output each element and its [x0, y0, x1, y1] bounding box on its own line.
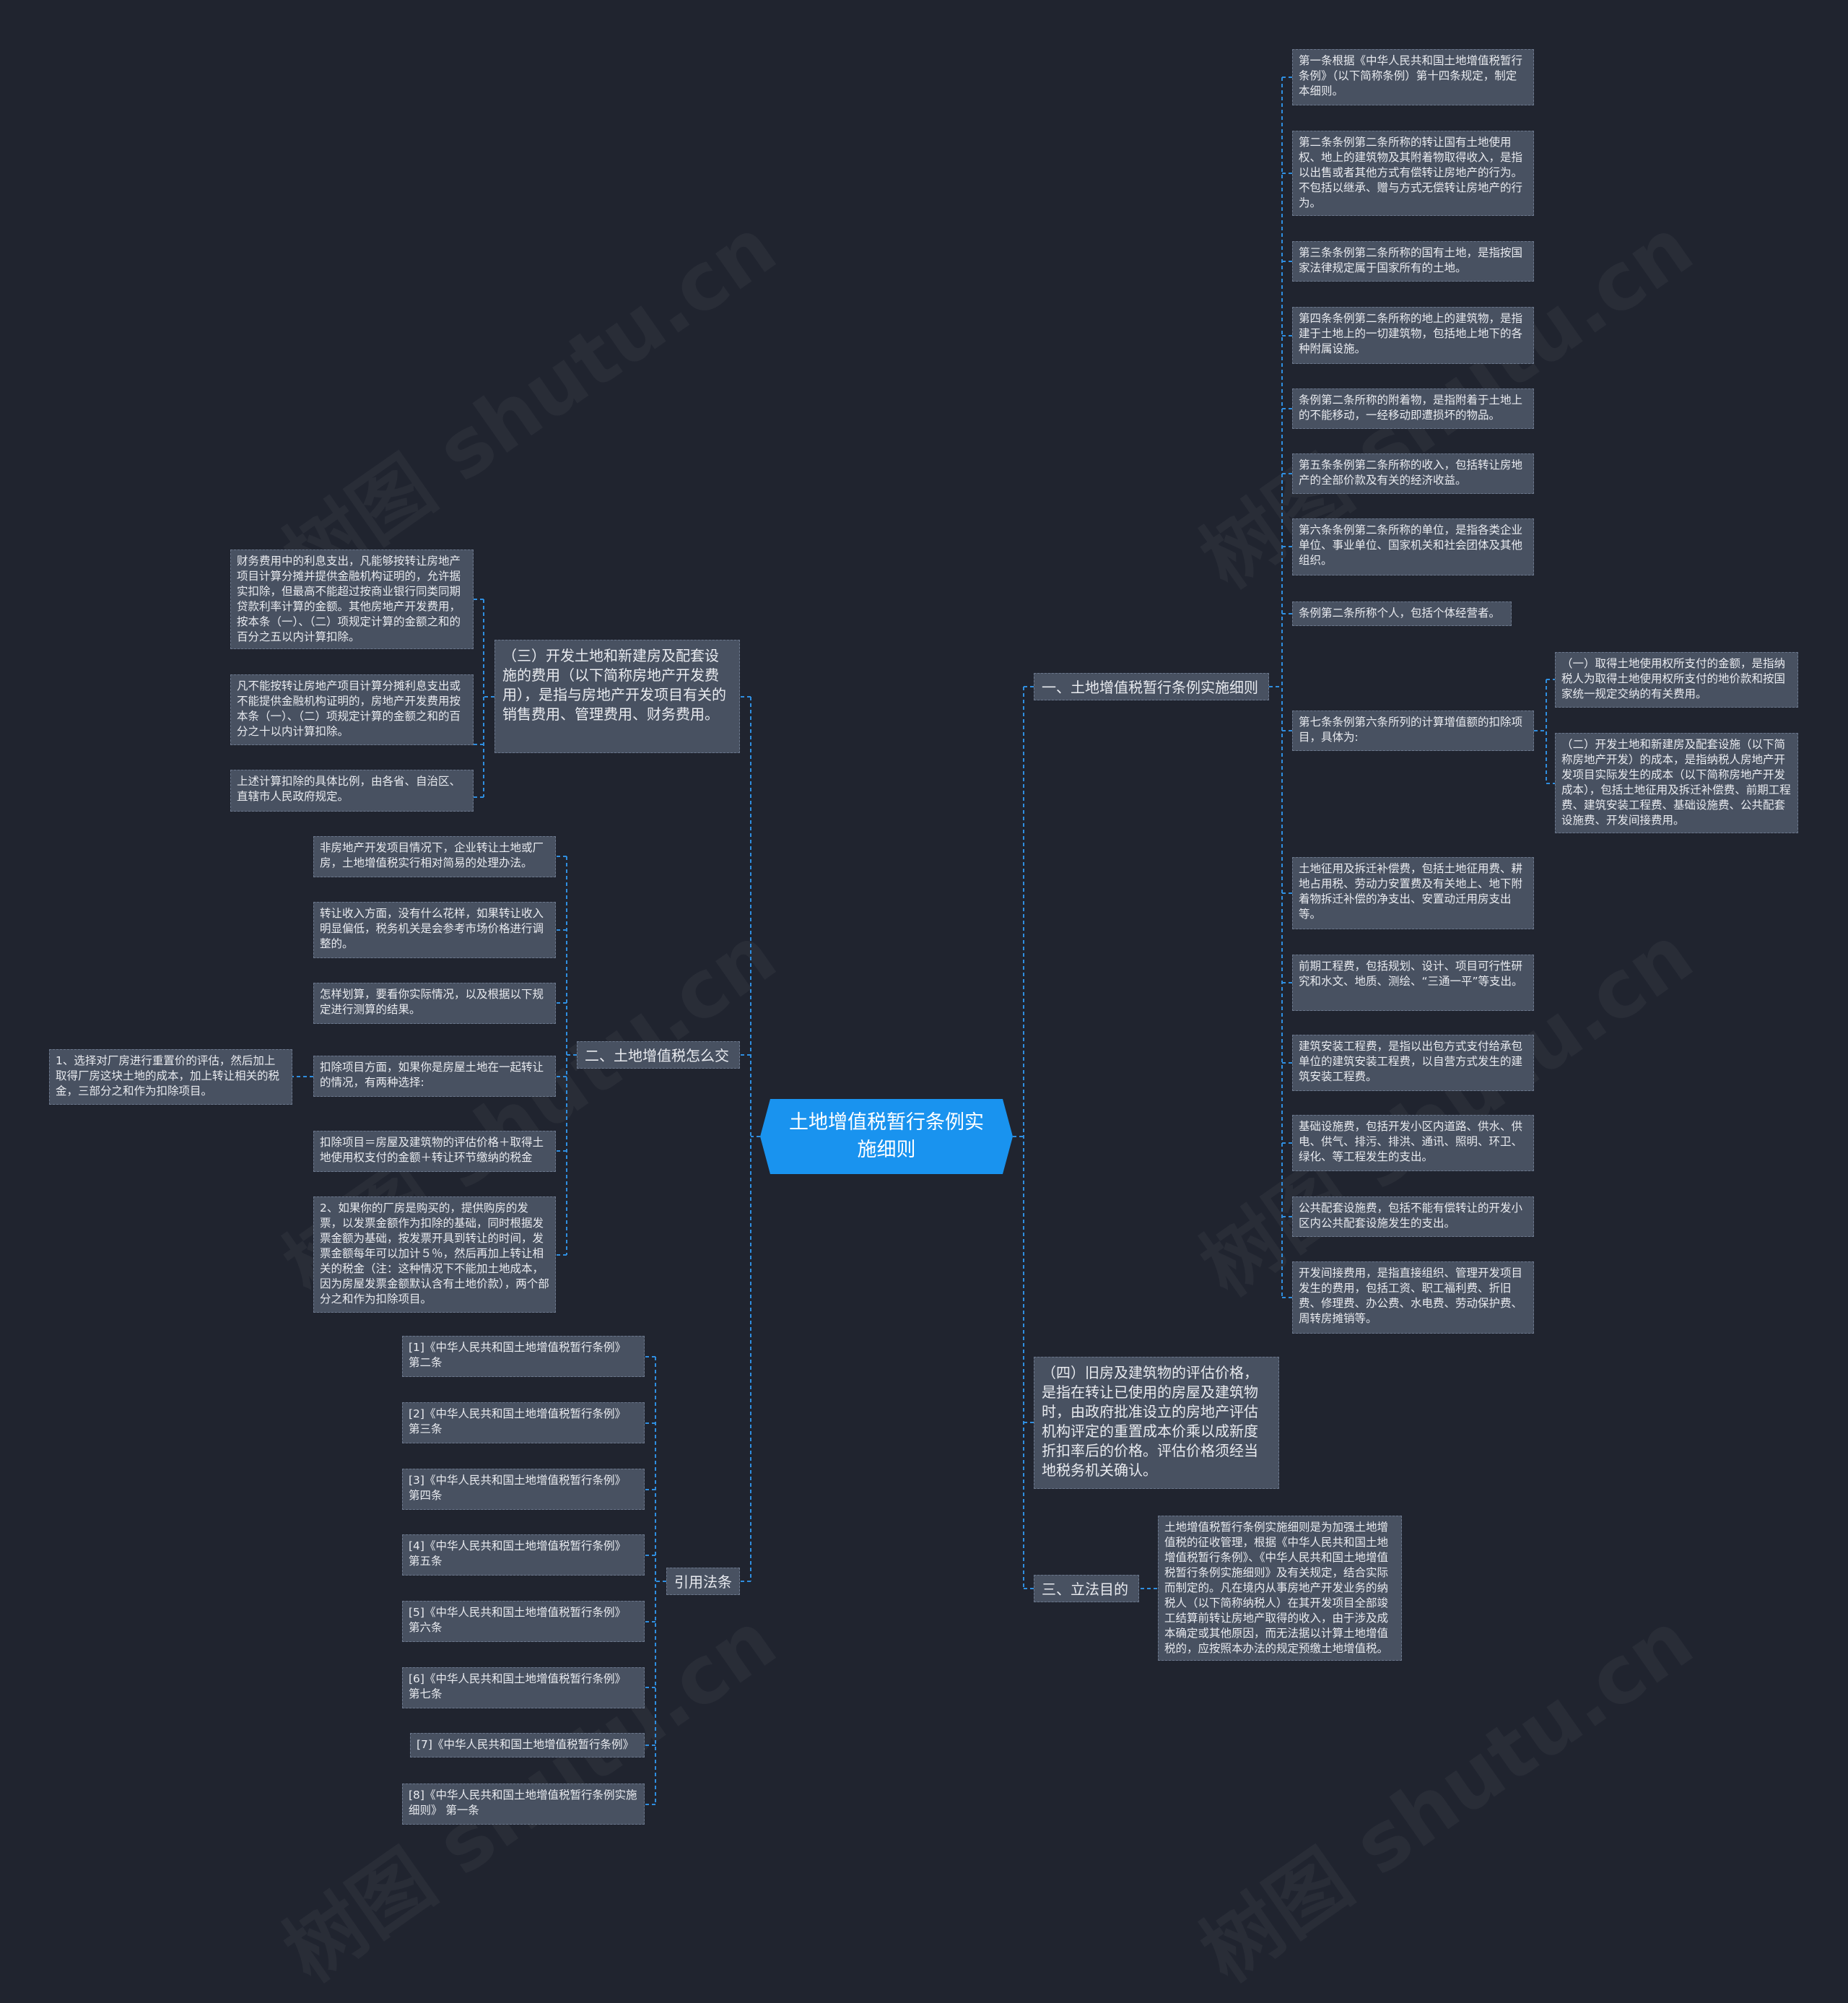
how-item[interactable]: 转让收入方面，没有什么花样，如果转让收入明显偏低，税务机关是会参考市场价格进行调…	[313, 902, 556, 958]
connector-line	[1269, 77, 1283, 1298]
deduction-item[interactable]: （一）取得土地使用权所支付的金额，是指纳税人为取得土地使用权所支付的地价款和按国…	[1555, 652, 1798, 708]
reference-item[interactable]: [1]《中华人民共和国土地增值税暂行条例》 第二条	[402, 1336, 645, 1377]
deduction-option[interactable]: 1、选择对厂房进行重置价的评估，然后加上取得厂房这块土地的成本，加上转让相关的税…	[49, 1049, 292, 1105]
rule-item[interactable]: 第五条条例第二条所称的收入，包括转让房地产的全部价款及有关的经济收益。	[1292, 453, 1534, 494]
connector-line	[566, 856, 577, 1255]
reference-item[interactable]: [7]《中华人民共和国土地增值税暂行条例》	[410, 1733, 645, 1757]
rule-item[interactable]: 第六条条例第二条所称的单位，是指各类企业单位、事业单位、国家机关和社会团体及其他…	[1292, 518, 1534, 575]
fee-item[interactable]: 凡不能按转让房地产项目计算分摊利息支出或不能提供金融机构证明的，房地产开发费用按…	[230, 674, 474, 745]
connector-line	[474, 599, 484, 798]
branch-references[interactable]: 引用法条	[666, 1568, 740, 1595]
rule-item[interactable]: 土地征用及拆迁补偿费，包括土地征用费、耕地占用税、劳动力安置费及有关地上、地下附…	[1292, 857, 1534, 929]
legislation-text[interactable]: 土地增值税暂行条例实施细则是为加强土地增值税的征收管理，根据《中华人民共和国土地…	[1158, 1516, 1402, 1661]
connector-line	[483, 599, 494, 797]
rule-item[interactable]: 条例第二条所称的附着物，是指附着于土地上的不能移动，一经移动即遭损坏的物品。	[1292, 388, 1534, 429]
reference-item[interactable]: [4]《中华人民共和国土地增值税暂行条例》 第五条	[402, 1534, 645, 1576]
connector-lines	[292, 77, 1555, 1805]
connector-line	[1534, 679, 1555, 784]
rule-item[interactable]: 第三条条例第二条所称的国有土地，是指按国家法律规定属于国家所有的土地。	[1292, 241, 1534, 282]
connector-line	[740, 696, 751, 1582]
reference-item[interactable]: [5]《中华人民共和国土地增值税暂行条例》 第六条	[402, 1601, 645, 1642]
mind-map-canvas: 树图 shutu.cn 树图 shutu.cn 树图 shutu.cn 树图 s…	[49, 49, 1798, 1825]
reference-item[interactable]: [3]《中华人民共和国土地增值税暂行条例》 第四条	[402, 1469, 645, 1510]
connector-line	[1282, 77, 1292, 1298]
deduction-item[interactable]: （二）开发土地和新建房及配套设施（以下简称房地产开发）的成本，是指纳税人房地产开…	[1555, 733, 1798, 833]
connector-line	[645, 1356, 655, 1805]
branch-how-to-pay[interactable]: 二、土地增值税怎么交	[577, 1041, 740, 1069]
rule-item[interactable]: 前期工程费，包括规划、设计、项目可行性研究和水文、地质、测绘、“三通一平”等支出…	[1292, 955, 1534, 1011]
branch-old-house-valuation[interactable]: （四）旧房及建筑物的评估价格，是指在转让已使用的房屋及建筑物时，由政府批准设立的…	[1034, 1357, 1279, 1489]
how-item[interactable]: 怎样划算，要看你实际情况，以及根据以下规定进行测算的结果。	[313, 983, 556, 1024]
rule-item-deductions[interactable]: 第七条条例第六条所列的计算增值额的扣除项目，具体为:	[1292, 711, 1534, 751]
reference-item[interactable]: [6]《中华人民共和国土地增值税暂行条例》 第七条	[402, 1667, 645, 1708]
connector-line	[655, 1357, 666, 1804]
connector-line	[1013, 687, 1024, 1589]
rule-item[interactable]: 开发间接费用，是指直接组织、管理开发项目发生的费用，包括工资、职工福利费、折旧费…	[1292, 1261, 1534, 1334]
rule-item[interactable]: 第二条条例第二条所称的转让国有土地使用权、地上的建筑物及其附着物取得收入，是指以…	[1292, 131, 1534, 216]
branch-legislative-purpose[interactable]: 三、立法目的	[1034, 1575, 1139, 1602]
how-item-deduction-choice[interactable]: 扣除项目方面，如果你是房屋土地在一起转让的情况，有两种选择:	[313, 1056, 556, 1097]
rule-item[interactable]: 公共配套设施费，包括不能有偿转让的开发小区内公共配套设施发生的支出。	[1292, 1196, 1534, 1237]
reference-item[interactable]: [8]《中华人民共和国土地增值税暂行条例实施细则》 第一条	[402, 1783, 645, 1825]
fee-item[interactable]: 上述计算扣除的具体比例，由各省、自治区、直辖市人民政府规定。	[230, 770, 474, 812]
fee-item[interactable]: 财务费用中的利息支出，凡能够按转让房地产项目计算分摊并提供金融机构证明的，允许据…	[230, 549, 474, 649]
how-item[interactable]: 2、如果你的厂房是购买的，提供购房的发票，以发票金额作为扣除的基础，同时根据发票…	[313, 1196, 556, 1313]
rule-item[interactable]: 第四条条例第二条所称的地上的建筑物，是指建于土地上的一切建筑物，包括地上地下的各…	[1292, 307, 1534, 364]
how-item[interactable]: 扣除项目＝房屋及建筑物的评估价格＋取得土地使用权支付的金额＋转让环节缴纳的税金	[313, 1131, 556, 1172]
connector-line	[556, 856, 567, 1256]
rule-item[interactable]: 条例第二条所称个人，包括个体经营者。	[1292, 601, 1512, 626]
rule-item[interactable]: 基础设施费，包括开发小区内道路、供水、供电、供气、排污、排洪、通讯、照明、环卫、…	[1292, 1115, 1534, 1171]
branch-implementation-rules[interactable]: 一、土地增值税暂行条例实施细则	[1034, 673, 1269, 700]
root-topic[interactable]: 土地增值税暂行条例实施细则	[760, 1099, 1013, 1174]
rule-item[interactable]: 第一条根据《中华人民共和国土地增值税暂行条例》（以下简称条例）第十四条规定，制定…	[1292, 49, 1534, 105]
connector-line	[1024, 686, 1034, 1589]
connector-line	[750, 697, 760, 1581]
reference-item[interactable]: [2]《中华人民共和国土地增值税暂行条例》 第三条	[402, 1402, 645, 1443]
branch-development-fees[interactable]: （三）开发土地和新建房及配套设施的费用（以下简称房地产开发费用），是指与房地产开…	[494, 640, 740, 753]
rule-item[interactable]: 建筑安装工程费，是指以出包方式支付给承包单位的建筑安装工程费，以自营方式发生的建…	[1292, 1035, 1534, 1091]
how-item[interactable]: 非房地产开发项目情况下，企业转让土地或厂房，土地增值税实行相对简易的处理办法。	[313, 836, 556, 877]
